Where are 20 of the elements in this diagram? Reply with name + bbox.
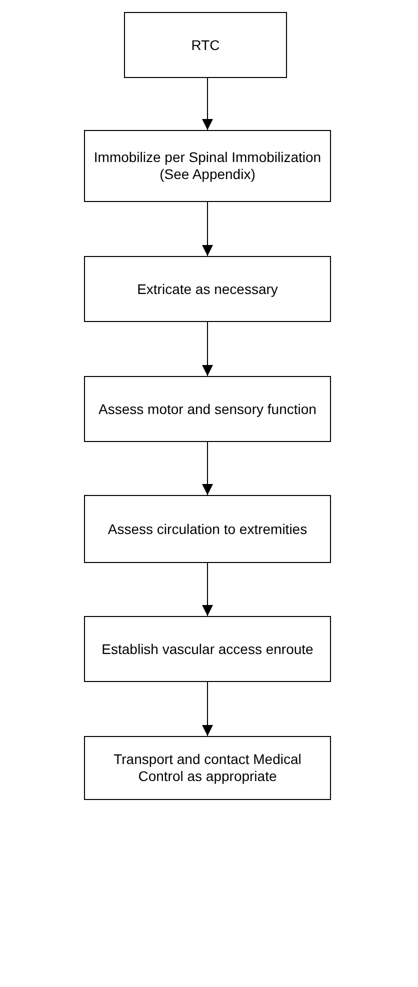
box-text: RTC (191, 36, 220, 54)
process-box (84, 616, 331, 682)
arrow (202, 682, 213, 736)
box-text: Assess circulation to extremities (108, 520, 308, 538)
arrow (202, 442, 213, 496)
process-box (84, 256, 331, 322)
arrow (202, 322, 213, 376)
arrow (202, 202, 213, 256)
box-text: Assess motor and sensory function (98, 400, 316, 418)
box-text: Immobilize per Spinal Immobilization (See Appendix) (93, 149, 322, 183)
box-text: Extricate as necessary (137, 280, 278, 298)
process-box (124, 12, 287, 78)
arrow (202, 562, 213, 616)
box-text: Transport and contact Medical Control as appropriate (112, 751, 302, 785)
arrow (202, 78, 213, 130)
process-box (84, 130, 331, 202)
box-text: Establish vascular access enroute (102, 640, 314, 658)
process-box (84, 376, 331, 442)
process-box (84, 495, 331, 563)
process-box (84, 736, 331, 800)
